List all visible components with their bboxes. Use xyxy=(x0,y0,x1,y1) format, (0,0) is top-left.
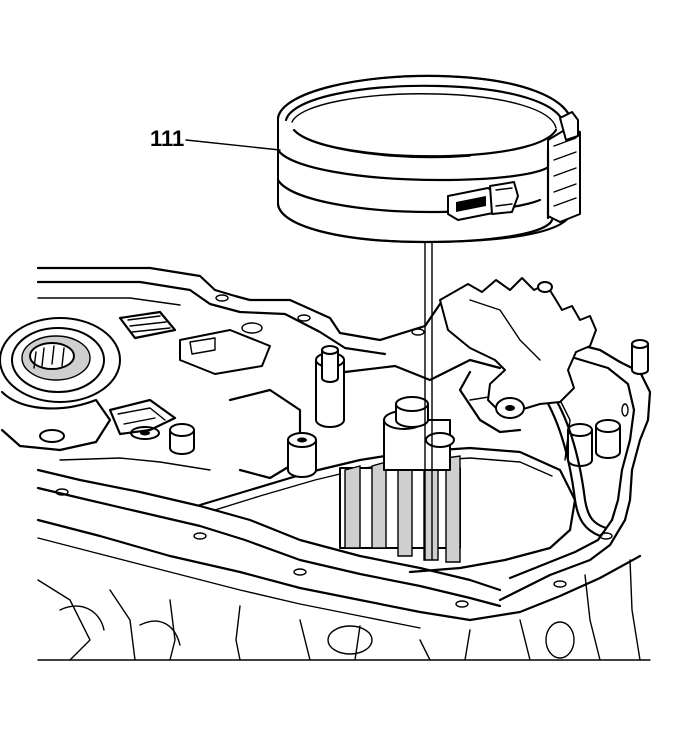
callout-111: 111 xyxy=(150,126,281,151)
alignment-guides xyxy=(424,241,433,561)
manual-shift-detent-lever xyxy=(439,277,597,419)
servo-and-valve-area xyxy=(287,339,649,563)
left-case-detail xyxy=(0,310,302,480)
transmission-case xyxy=(36,266,652,661)
band-assembly xyxy=(276,74,581,244)
callout-label-111: 111 xyxy=(150,126,184,151)
callout-leader-111 xyxy=(185,139,281,151)
